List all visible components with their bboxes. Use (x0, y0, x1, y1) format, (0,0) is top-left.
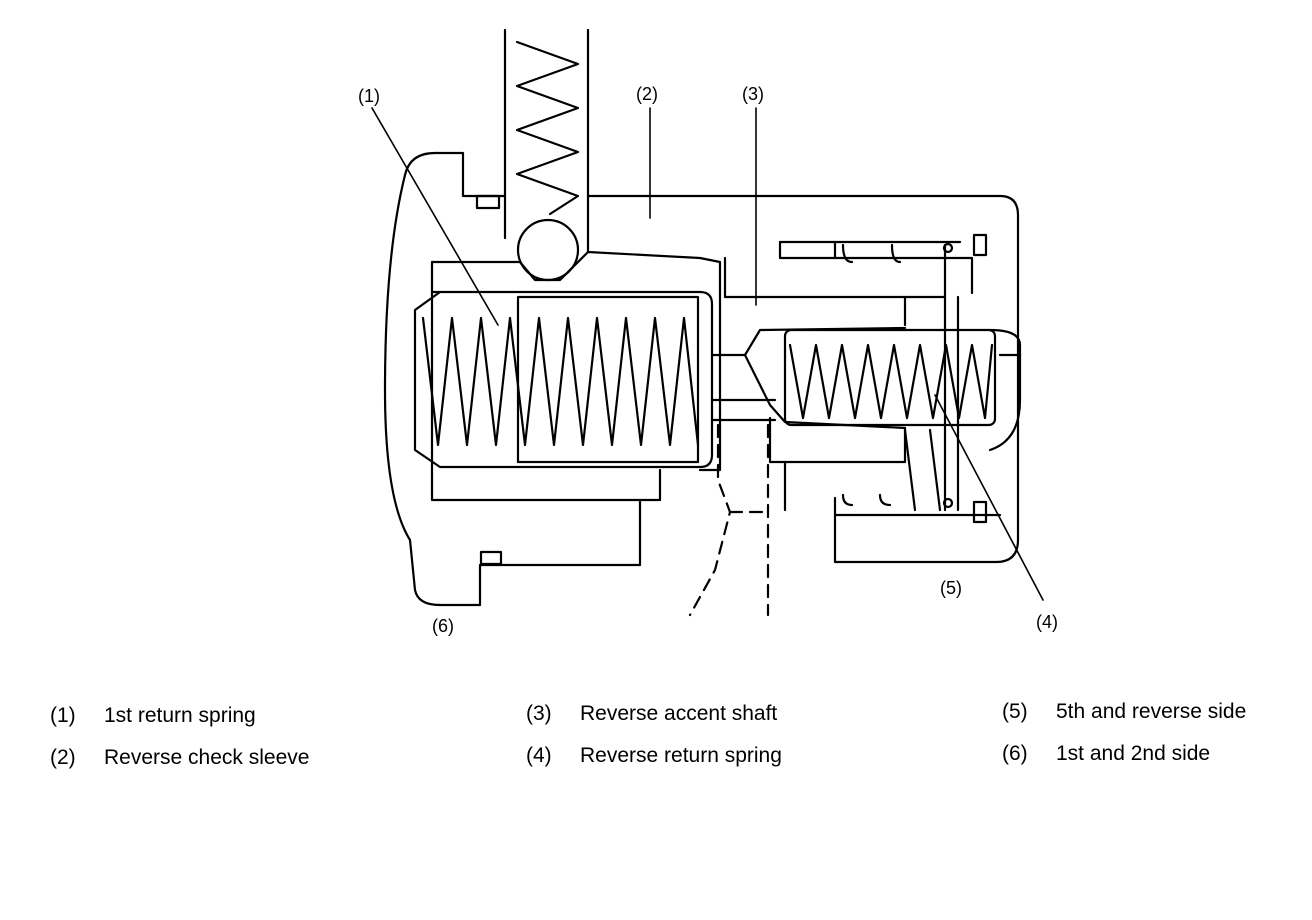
callout-6: (6) (432, 616, 454, 636)
callout-3: (3) (742, 84, 764, 104)
callout-5: (5) (940, 578, 962, 598)
housing-outline (383, 151, 1020, 607)
legend-number: (1) (50, 704, 76, 727)
callout-2: (2) (636, 84, 658, 104)
reverse-accent-shaft (710, 240, 974, 512)
legend-number: (2) (50, 746, 76, 769)
legend-text: 1st and 2nd side (1056, 742, 1211, 765)
legend-text: Reverse return spring (580, 744, 782, 767)
shaft-spring (515, 40, 580, 216)
legend-text: 5th and reverse side (1056, 700, 1247, 723)
dashed-extension (688, 423, 772, 617)
legend-text: 1st return spring (104, 704, 256, 727)
left-spring-cup (413, 250, 722, 502)
legend-number: (4) (526, 744, 552, 767)
legend-text: Reverse check sleeve (104, 746, 310, 769)
right-retainer (778, 233, 1022, 524)
shaft-top (503, 28, 590, 254)
leader-lines (371, 107, 1044, 601)
legend-number: (6) (1002, 742, 1028, 765)
reverse-return-spring (788, 343, 994, 420)
legend-number: (5) (1002, 700, 1028, 723)
first-return-spring (421, 316, 700, 447)
legend-number: (3) (526, 702, 552, 725)
legend-text: Reverse accent shaft (580, 702, 778, 725)
callout-1: (1) (358, 86, 380, 106)
callout-4: (4) (1036, 612, 1058, 632)
